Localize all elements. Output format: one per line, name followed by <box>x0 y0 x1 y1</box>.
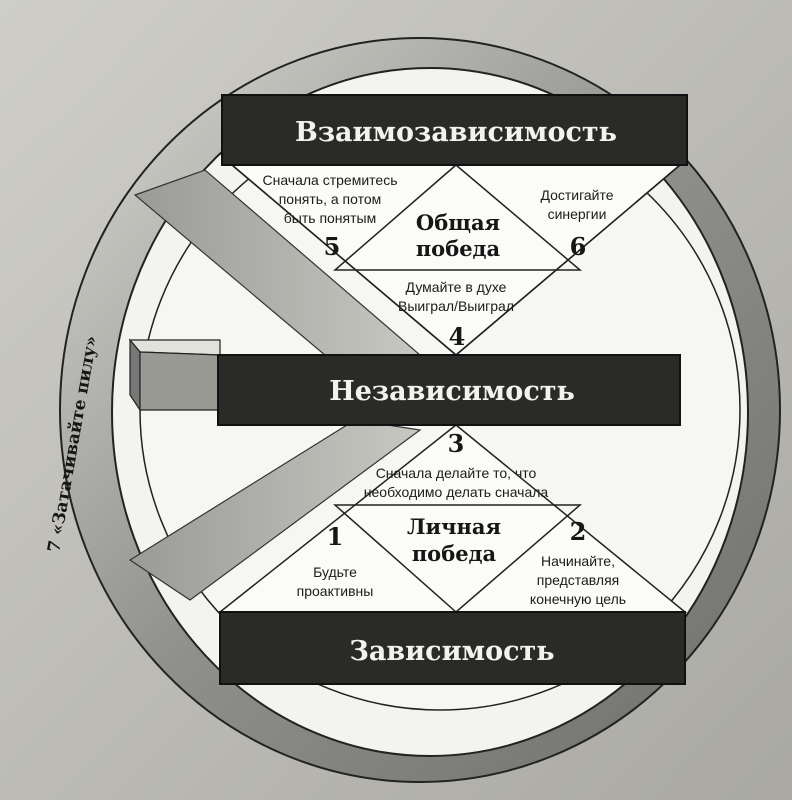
habit-6-line-1: Достигайте <box>540 187 613 203</box>
habit-6-line-2: синергии <box>548 206 607 222</box>
habit-3-line-2: необходимо делать сначала <box>364 484 549 500</box>
band-independence-label: Независимость <box>329 376 575 407</box>
habit-2-number: 2 <box>570 517 587 546</box>
habit-5-number: 5 <box>324 232 341 261</box>
habit-4-line-2: Выиграл/Выиграл <box>398 298 514 314</box>
habit-1-number: 1 <box>327 522 344 551</box>
habit-3-number: 3 <box>448 429 465 458</box>
habit-5: Сначала стремитесь понять, а потом быть … <box>262 172 397 261</box>
habit-5-line-3: быть понятым <box>284 210 376 226</box>
public-victory: Общая победа <box>416 210 501 261</box>
habit-1-line-2: проактивны <box>297 583 374 599</box>
public-victory-line-2: победа <box>416 236 501 261</box>
private-victory-line-1: Личная <box>407 514 501 539</box>
independence-slab <box>128 338 221 412</box>
band-interdependence-label: Взаимозависимость <box>295 117 617 148</box>
band-dependence: Зависимость <box>219 611 686 685</box>
private-victory-line-2: победа <box>412 541 497 566</box>
habit-6-number: 6 <box>570 232 587 261</box>
habit-3: 3 Сначала делайте то, что необходимо дел… <box>364 429 549 500</box>
band-independence: Независимость <box>217 354 681 426</box>
habit-4: Думайте в духе Выиграл/Выиграл 4 <box>398 279 514 351</box>
band-interdependence: Взаимозависимость <box>221 94 688 166</box>
private-victory: Личная победа <box>407 514 501 566</box>
habit-2-line-2: представляя <box>537 572 620 588</box>
habit-4-number: 4 <box>449 322 466 351</box>
band-dependence-label: Зависимость <box>349 636 554 667</box>
public-victory-line-1: Общая <box>416 210 500 235</box>
habit-5-line-2: понять, а потом <box>279 191 382 207</box>
habit-2-line-3: конечную цель <box>530 591 626 607</box>
habit-4-line-1: Думайте в духе <box>406 279 507 295</box>
habit-6: Достигайте синергии 6 <box>540 187 613 261</box>
habit-5-line-1: Сначала стремитесь <box>262 172 397 188</box>
habit-1: 1 Будьте проактивны <box>297 522 374 599</box>
habit-1-line-1: Будьте <box>313 564 357 580</box>
habit-2-line-1: Начинайте, <box>541 553 615 569</box>
habit-3-line-1: Сначала делайте то, что <box>376 465 537 481</box>
habit-2: 2 Начинайте, представляя конечную цель <box>530 517 626 607</box>
